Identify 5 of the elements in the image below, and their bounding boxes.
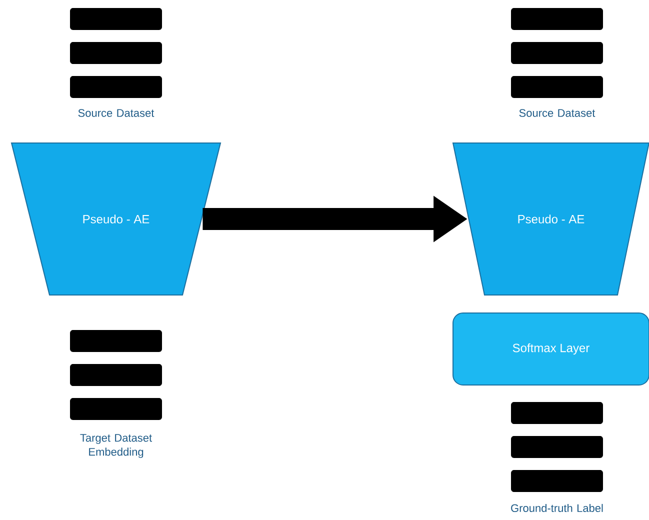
node-label: Target Dataset Embedding xyxy=(80,434,152,458)
node-label: Ground-truth Label xyxy=(511,504,603,512)
node-label: Source Dataset xyxy=(519,109,596,117)
layer-box: Softmax Layer xyxy=(452,312,649,386)
node-label: Source Dataset xyxy=(78,109,154,117)
